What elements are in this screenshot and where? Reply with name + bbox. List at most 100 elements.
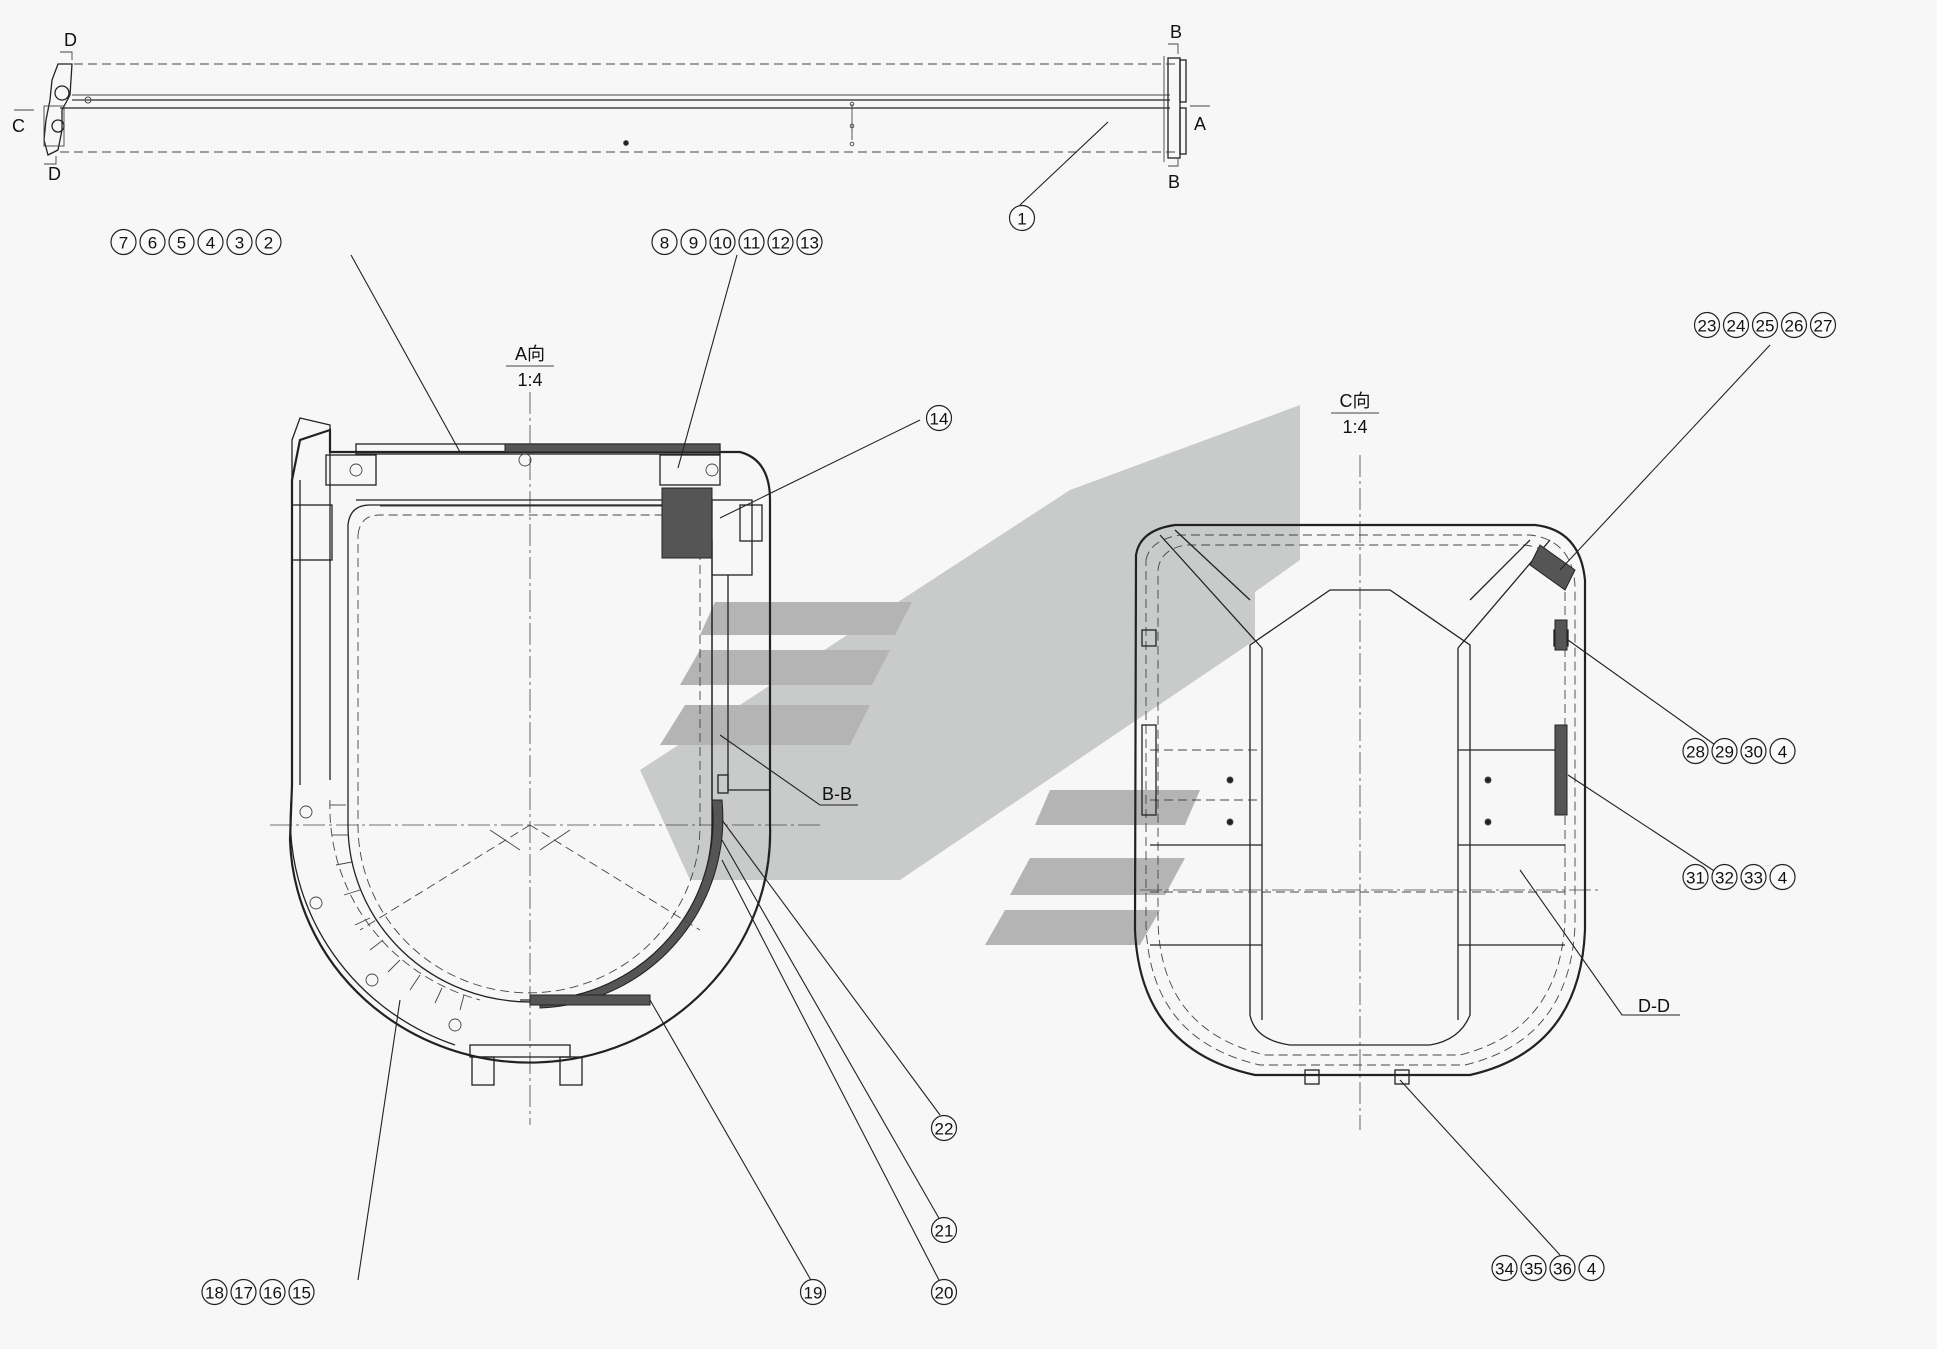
callout-number: 25 [1756, 317, 1775, 336]
callout-number: 4 [1778, 869, 1787, 888]
section-b-bottom-label: B [1168, 172, 1180, 192]
callout-circle [1769, 863, 1796, 891]
callout-circle [259, 1278, 286, 1306]
section-c-label: C [12, 116, 25, 136]
callout-number: 29 [1715, 743, 1734, 762]
callout-group-c12: 18 17 16 15 [201, 1278, 315, 1306]
callout-group-c7: 31 32 33 4 [1682, 863, 1796, 891]
callout-circle [168, 228, 195, 256]
callout-number: 24 [1727, 317, 1746, 336]
callout-circle [799, 1278, 827, 1306]
callout-number: 20 [935, 1284, 954, 1303]
callout-circle [139, 228, 166, 256]
callout-circle [796, 228, 823, 256]
callout-number: 5 [177, 234, 186, 253]
callout-circle [930, 1216, 958, 1244]
callout-group-c1: 1 [1008, 204, 1036, 232]
view-a-scale: 1:4 [517, 370, 542, 390]
view-c-title: C向 [1340, 391, 1371, 411]
callout-circle [1578, 1254, 1605, 1282]
section-d-top-label: D [64, 30, 77, 50]
callout-group-c10: 20 [930, 1278, 958, 1306]
callout-circle [197, 228, 224, 256]
callout-group-c6: 28 29 30 4 [1682, 737, 1796, 765]
view-c-scale: 1:4 [1342, 417, 1367, 437]
callout-circle [1740, 737, 1767, 765]
callout-group-c11: 19 [799, 1278, 827, 1306]
callout-number: 32 [1715, 869, 1734, 888]
callout-number: 4 [1778, 743, 1787, 762]
callout-number: 28 [1686, 743, 1705, 762]
section-d-bottom-label: D [48, 164, 61, 184]
callout-circle [230, 1278, 257, 1306]
callout-circle [738, 228, 765, 256]
callout-number: 36 [1553, 1260, 1572, 1279]
view-a-section: A向 1:4 B-B [270, 344, 858, 1125]
callout-number: 35 [1524, 1260, 1543, 1279]
callout-circle [1549, 1254, 1576, 1282]
callout-circle [709, 228, 736, 256]
callout-circle [1491, 1254, 1518, 1282]
callout-number: 11 [743, 234, 761, 253]
callout-circle [1740, 863, 1767, 891]
callout-number: 18 [205, 1284, 224, 1303]
callout-number: 2 [264, 234, 273, 253]
callout-number: 26 [1785, 317, 1804, 336]
callout-group-c4: 14 [925, 404, 953, 432]
callout-circle [930, 1278, 958, 1306]
callout-number: 15 [292, 1284, 311, 1303]
callout-number: 27 [1814, 317, 1833, 336]
callout-number: 30 [1744, 743, 1763, 762]
callout-number: 9 [689, 234, 698, 253]
callout-number: 3 [235, 234, 244, 253]
callout-circle [201, 1278, 228, 1306]
callout-group-c3: 8 9 10 11 12 13 [651, 228, 823, 256]
callout-circle [1780, 311, 1808, 339]
callout-circle [1751, 311, 1779, 339]
section-b-top-label: B [1170, 22, 1182, 42]
callout-circle [651, 228, 678, 256]
section-dd-label: D-D [1638, 996, 1670, 1016]
callout-number: 31 [1686, 869, 1705, 888]
callout-circle [255, 228, 282, 256]
callout-circle [1520, 1254, 1547, 1282]
callout-circle [1769, 737, 1796, 765]
callout-number: 16 [263, 1284, 282, 1303]
callout-number: 1 [1017, 210, 1026, 229]
callout-number: 13 [800, 234, 819, 253]
top-elevation-view: D D C B B A [12, 22, 1210, 192]
callout-circle [1722, 311, 1750, 339]
view-c-section: C向 1:4 D-D [1133, 391, 1680, 1130]
callout-circle [1711, 863, 1738, 891]
callout-group-c9: 21 [930, 1216, 958, 1244]
view-a-title: A向 [515, 344, 545, 364]
callout-number: 8 [660, 234, 669, 253]
callout-circle [1711, 737, 1738, 765]
callout-circle [1693, 311, 1721, 339]
callout-group-c5: 23 24 25 26 27 [1693, 311, 1837, 339]
callout-number: 33 [1744, 869, 1763, 888]
callout-number: 17 [234, 1284, 253, 1303]
callout-circle [1008, 204, 1036, 232]
callout-group-c8: 22 [930, 1114, 958, 1142]
callout-number: 19 [804, 1284, 823, 1303]
callout-circle [1682, 863, 1709, 891]
callout-number: 34 [1495, 1260, 1514, 1279]
callout-number: 23 [1698, 317, 1717, 336]
callout-circle [1682, 737, 1709, 765]
callout-number: 7 [119, 234, 128, 253]
callout-number: 21 [935, 1222, 954, 1241]
callout-number: 6 [148, 234, 157, 253]
callout-number: 12 [771, 234, 790, 253]
watermark-logo [640, 405, 1300, 945]
callout-circle [925, 404, 953, 432]
section-bb-label: B-B [822, 784, 852, 804]
callout-circle [680, 228, 707, 256]
callout-number: 22 [935, 1120, 954, 1139]
callout-circle [767, 228, 794, 256]
callout-number: 10 [713, 234, 732, 253]
